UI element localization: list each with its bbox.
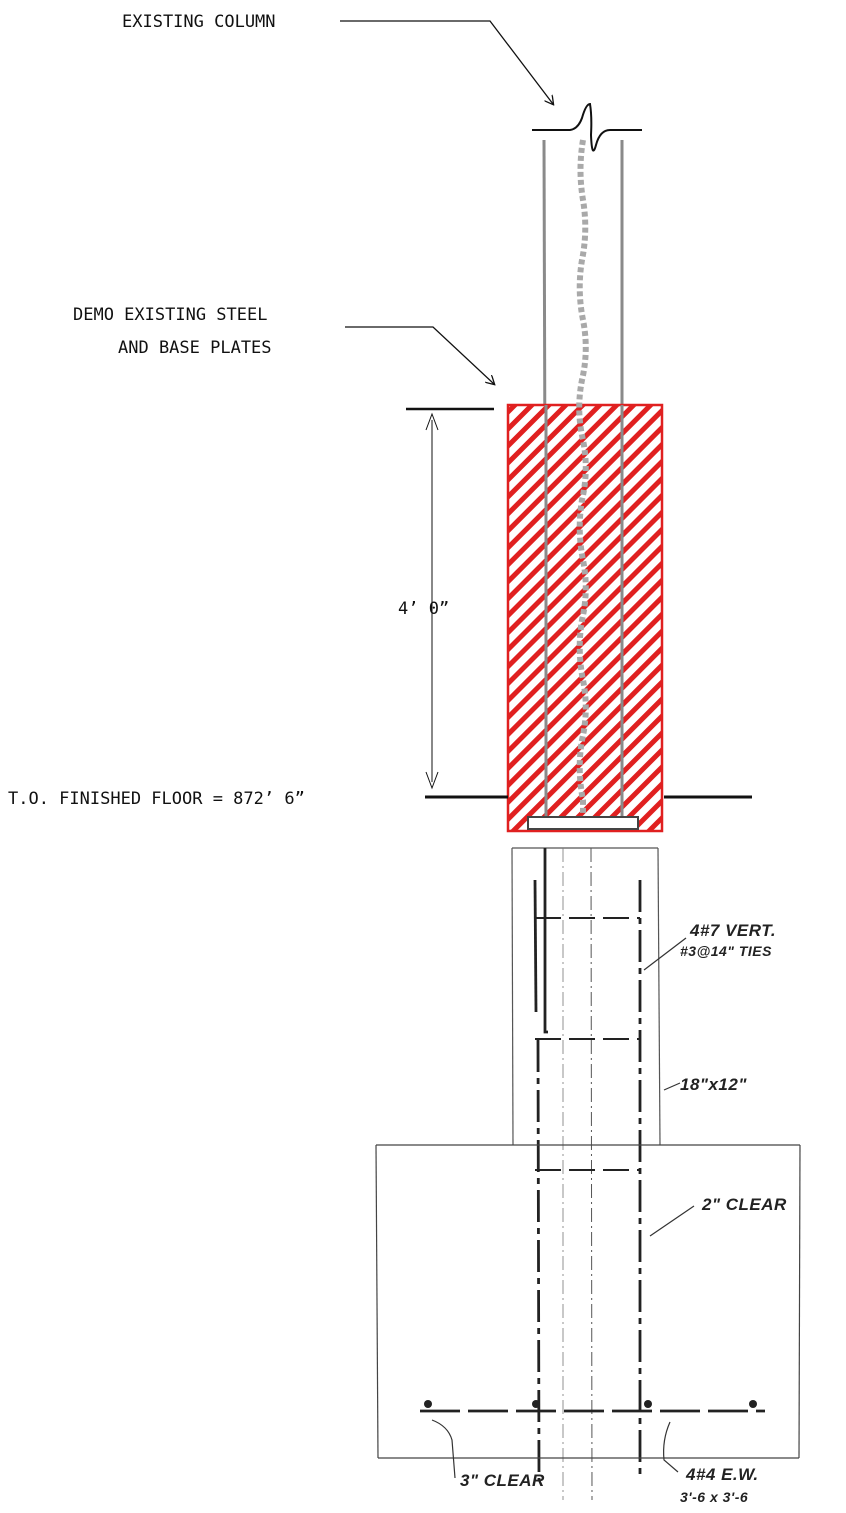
rebar-ties [535, 917, 640, 1171]
pier-size-label: 18"x12" [680, 1075, 747, 1094]
existing-column-leader [340, 20, 553, 104]
concrete-pier [511, 847, 661, 1146]
dimension-label: 4’ 0” [398, 599, 449, 619]
footing-size-label: 3'-6 x 3'-6 [680, 1489, 748, 1505]
finished-floor-label: T.O. FINISHED FLOOR = 872’ 6” [8, 789, 305, 809]
dimension-arrow-bottom [425, 771, 439, 790]
footing [375, 1144, 801, 1459]
footing-rebar-leader [663, 1421, 679, 1473]
demo-label-line2: AND BASE PLATES [118, 338, 272, 358]
column-web-line [576, 139, 589, 820]
ties-label: #3@14" TIES [680, 943, 772, 959]
clear-2-label: 2" CLEAR [701, 1195, 787, 1214]
clear-3-label: 3" CLEAR [460, 1471, 545, 1490]
clear-2-leader [649, 1205, 695, 1237]
break-line-symbol [532, 102, 642, 152]
rebar-leader [643, 937, 687, 971]
demo-label-line1: DEMO EXISTING STEEL [73, 305, 267, 325]
pier-size-leader [663, 1082, 681, 1091]
base-plate [527, 816, 639, 830]
footing-rebar-dots [424, 1400, 757, 1408]
vertical-rebar [533, 848, 642, 1481]
dimension-arrow-top [425, 412, 439, 431]
rebar-vert-label: 4#7 VERT. [689, 921, 776, 940]
footing-rebar-label: 4#4 E.W. [685, 1465, 759, 1484]
existing-column-label: EXISTING COLUMN [122, 12, 276, 32]
demo-leader [345, 326, 494, 384]
clear-3-leader [431, 1419, 456, 1479]
pier-centerline [590, 847, 593, 1501]
